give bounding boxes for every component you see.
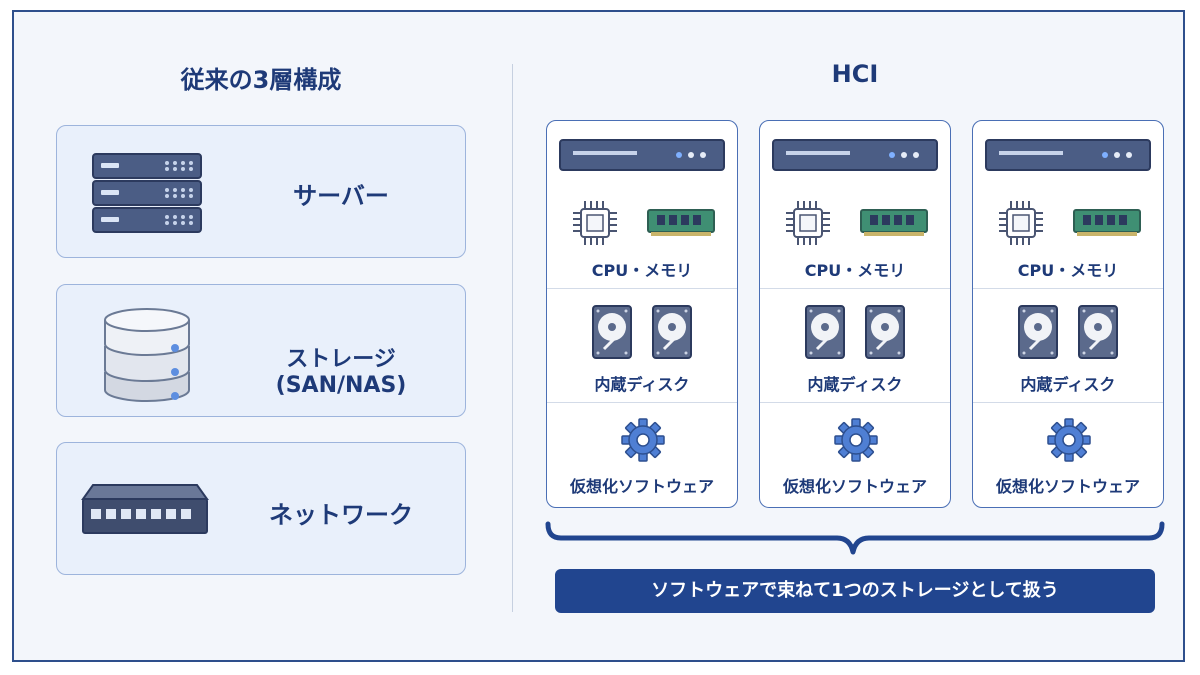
hard-disk-icon [1078, 305, 1118, 359]
gear-icon [1047, 418, 1091, 462]
hci-node: CPU・メモリ 内蔵ディスク 仮想化ソフトウェア [546, 120, 738, 508]
hard-disk-icon [805, 305, 845, 359]
internal-disk-label: 内蔵ディスク [594, 375, 690, 394]
hci-node: CPU・メモリ 内蔵ディスク 仮想化ソフトウェア [759, 120, 951, 508]
legacy-storage-label: ストレージ (SAN/NAS) [275, 347, 407, 398]
gear-icon [621, 418, 665, 462]
legacy-server-card: サーバー [56, 125, 466, 258]
network-switch-icon [81, 484, 209, 534]
legacy-storage-card: ストレージ (SAN/NAS) [56, 284, 466, 417]
hci-node: CPU・メモリ 内蔵ディスク 仮想化ソフトウェア [972, 120, 1164, 508]
node-separator [760, 402, 950, 403]
internal-disk-label: 内蔵ディスク [1020, 375, 1116, 394]
hard-disk-icon [652, 305, 692, 359]
storage-database-icon [104, 308, 190, 402]
grouping-brace [545, 521, 1165, 555]
node-separator [547, 288, 737, 289]
cpu-memory-label: CPU・メモリ [1017, 261, 1119, 280]
cpu-icon [999, 201, 1043, 245]
server-unit-icon [772, 139, 938, 171]
virtualization-software-label: 仮想化ソフトウェア [995, 477, 1140, 496]
summary-banner: ソフトウェアで束ねて1つのストレージとして扱う [555, 569, 1155, 613]
cpu-memory-label: CPU・メモリ [591, 261, 693, 280]
legacy-network-label: ネットワーク [269, 501, 413, 529]
cpu-memory-label: CPU・メモリ [804, 261, 906, 280]
internal-disk-label: 内蔵ディスク [807, 375, 903, 394]
hard-disk-icon [865, 305, 905, 359]
server-unit-icon [559, 139, 725, 171]
memory-module-icon [860, 209, 928, 236]
legacy-title: 従来の3層構成 [180, 66, 342, 94]
cpu-icon [786, 201, 830, 245]
memory-module-icon [1073, 209, 1141, 236]
server-rack-icon [92, 153, 202, 233]
legacy-server-label: サーバー [293, 182, 389, 210]
legacy-network-card: ネットワーク [56, 442, 466, 575]
node-separator [760, 288, 950, 289]
gear-icon [834, 418, 878, 462]
memory-module-icon [647, 209, 715, 236]
hci-title: HCI [831, 60, 879, 88]
server-unit-icon [985, 139, 1151, 171]
virtualization-software-label: 仮想化ソフトウェア [782, 477, 927, 496]
section-divider [512, 64, 513, 612]
virtualization-software-label: 仮想化ソフトウェア [569, 477, 714, 496]
node-separator [973, 288, 1163, 289]
cpu-icon [573, 201, 617, 245]
node-separator [973, 402, 1163, 403]
hard-disk-icon [1018, 305, 1058, 359]
node-separator [547, 402, 737, 403]
hard-disk-icon [592, 305, 632, 359]
